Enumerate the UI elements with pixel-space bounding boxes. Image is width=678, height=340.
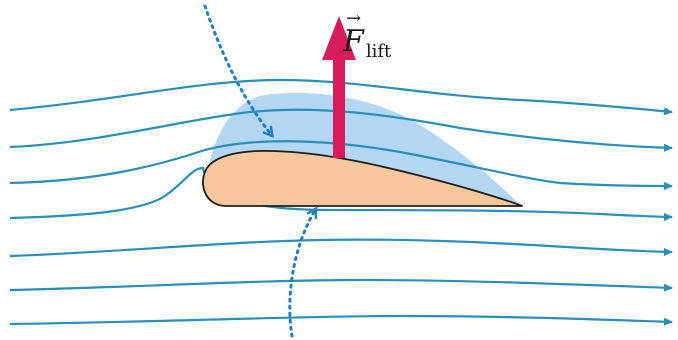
force-symbol: F bbox=[343, 24, 364, 59]
streamline-5 bbox=[10, 240, 672, 256]
streamline-6 bbox=[10, 280, 672, 290]
force-vector-mark: → bbox=[346, 8, 361, 29]
streamline-7 bbox=[10, 316, 672, 324]
force-subscript: lift bbox=[366, 41, 391, 62]
lift-force-label: F→lift bbox=[343, 24, 391, 59]
